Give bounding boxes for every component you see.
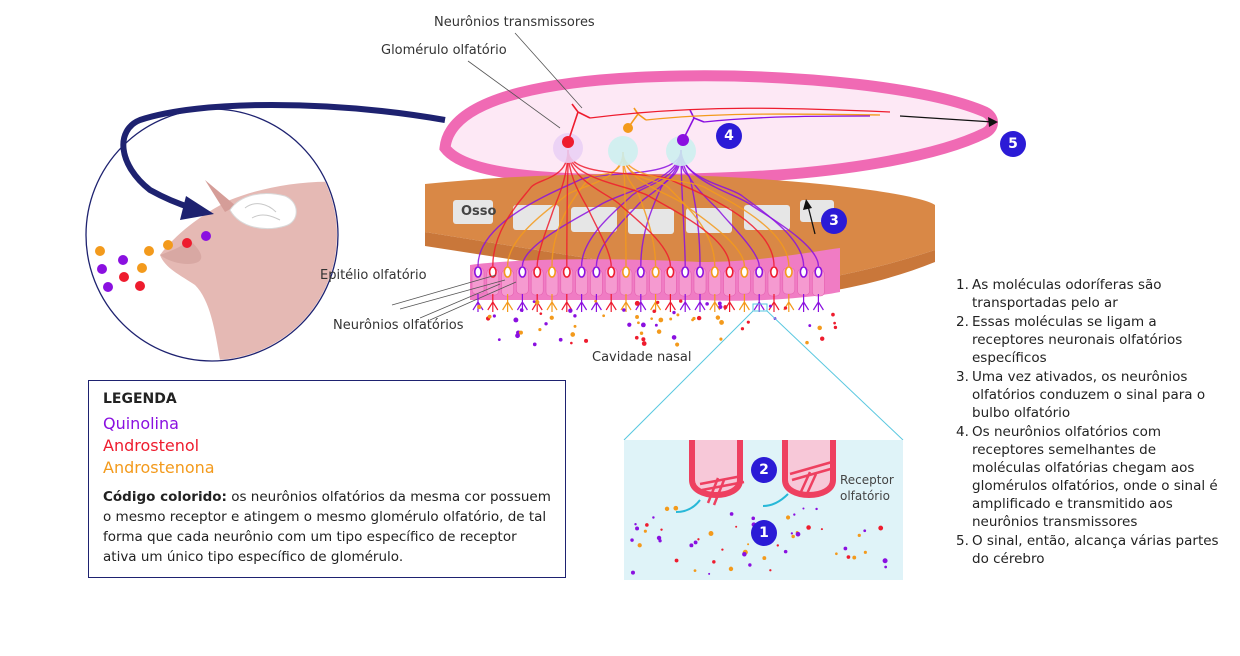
step-item: 2.Essas moléculas se ligam a receptores … [956,313,1224,367]
signal-arrow [899,115,994,123]
step-text: O sinal, então, alcança várias partes do… [972,533,1219,567]
step-number: 3. [956,369,969,385]
odor-molecules [95,231,211,292]
upward-arrow [807,205,816,235]
upward-arrowhead [803,199,812,210]
label-nasal-cavity: Cavidade nasal [592,350,692,365]
label-bone: Osso [461,204,497,219]
neuron-fibers [477,149,820,267]
step-item: 4.Os neurônios olfatórios com receptores… [956,423,1224,531]
legend-note-bold: Código colorido: [103,489,227,505]
badge-4: 4 [716,123,742,149]
badge-5: 5 [1000,131,1026,157]
label-receptor-line2: olfatório [840,489,890,503]
pig-inset [85,108,339,362]
legend-item-quinolina: Quinolina [103,414,179,433]
step-number: 4. [956,424,969,440]
label-olfactory-receptor: Receptor olfatório [840,472,894,504]
badge-2: 2 [751,457,777,483]
step-item: 3.Uma vez ativados, os neurônios olfatór… [956,368,1224,422]
olfactory-epithelium [470,248,840,301]
signal-arrowhead [988,117,998,127]
glomeruli [553,103,891,166]
zoom-line-right [766,310,904,441]
dendrites [472,294,824,312]
step-number: 2. [956,314,969,330]
legend-item-androstenona: Androstenona [103,458,215,477]
badge-3: 3 [821,208,847,234]
air-flow-arrow [120,102,446,211]
step-text: Uma vez ativados, os neurônios olfatório… [972,369,1206,421]
bone-blocks [453,200,834,234]
step-text: Os neurônios olfatórios com receptores s… [972,424,1218,530]
step-text: As moléculas odoríferas são transportada… [972,277,1162,311]
step-number: 1. [956,277,969,293]
step-item: 5.O sinal, então, alcança várias partes … [956,532,1224,568]
label-transmitter-neurons: Neurônios transmissores [434,15,595,30]
label-olfactory-glomerulus: Glomérulo olfatório [381,43,507,58]
legend-note: Código colorido: os neurônios olfatórios… [103,487,551,567]
step-item: 1.As moléculas odoríferas são transporta… [956,276,1224,312]
zoom-marker [752,303,768,312]
label-olfactory-neurons: Neurônios olfatórios [333,318,464,333]
legend-title: LEGENDA [103,391,177,407]
epithelium-cells [471,266,825,297]
air-flow-arrowhead [180,196,214,220]
legend-box: LEGENDA Quinolina Androstenol Androsteno… [88,380,566,578]
step-number: 5. [956,533,969,549]
leader-lines [391,32,583,321]
step-text: Essas moléculas se ligam a receptores ne… [972,314,1183,366]
label-olfactory-epithelium: Epitélio olfatório [320,268,427,283]
zoom-line-left [623,310,754,441]
steps-list: 1.As moléculas odoríferas são transporta… [956,276,1224,569]
label-receptor-line1: Receptor [840,473,894,487]
badge-1: 1 [751,520,777,546]
legend-note-text: os neurônios olfatórios da mesma cor pos… [103,489,551,565]
legend-item-androstenol: Androstenol [103,436,200,455]
nasal-particles [477,299,838,347]
